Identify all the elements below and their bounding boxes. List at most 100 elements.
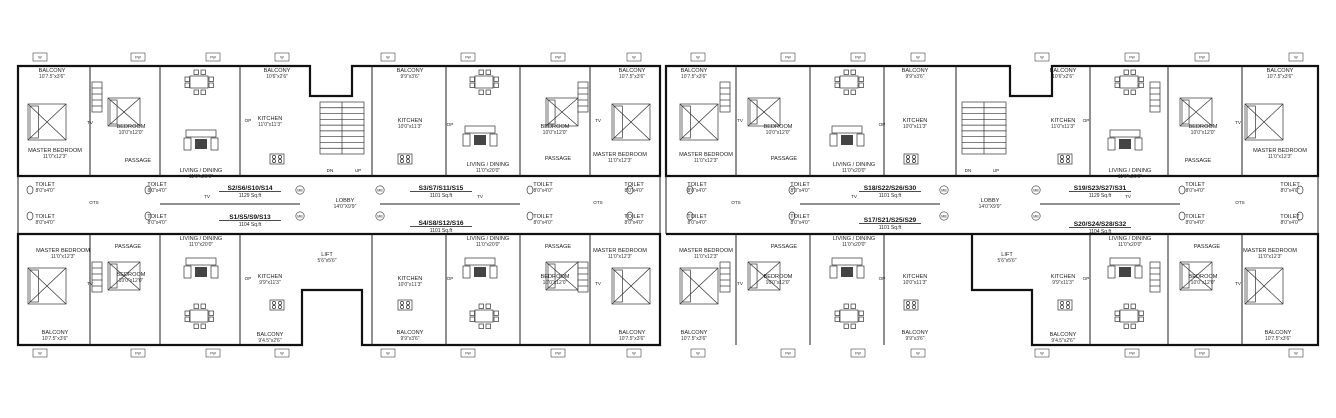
armchair [462,133,471,147]
door-tag-circle [1031,211,1041,221]
bed-cover-line [545,261,579,291]
op-label: OP [447,122,454,127]
room-dimension: 9'9"x11'3" [259,280,281,286]
room-label-toilet: TOILET [147,214,167,220]
dining-chair [200,303,206,309]
window-tag: W [1294,351,1298,355]
window-tag: W [1040,55,1044,59]
room-dimension: 10'7.5"x3'6" [619,336,645,342]
room-dimension: 11'0"x20'0" [189,174,213,180]
stove-burner [1066,159,1070,163]
room-dimension: 8'0"x4'0" [687,220,706,226]
window-symbol [1194,52,1210,62]
dining-chair [478,303,484,309]
unit-number: S18/S22/S26/S30 [864,185,917,192]
bed-cover-line [611,267,651,305]
stove [397,153,413,165]
window-tag: W [386,55,390,59]
room-dimension: 8'0"x4'0" [35,188,54,194]
tv-label: TV [1235,120,1242,125]
unit-number: S3/S7/S11/S15 [419,185,464,192]
room-label-bedroom: BEDROOM [1189,274,1218,280]
bed-pillow [547,263,556,289]
stove-burner [906,159,910,163]
sofa [464,257,496,266]
unit-area: 1129 Sq.ft [1089,193,1112,199]
room-label-toilet: TOILET [687,214,707,220]
french-window-tag: FW [210,351,216,355]
bed-pillow [1246,269,1256,303]
wardrobe [1149,81,1161,113]
coffee-table [195,139,207,149]
window-symbol [850,348,866,358]
sofa [1109,257,1141,266]
dining-chair [834,316,840,322]
dining-chair [184,76,190,82]
ots-label: OTS [593,200,602,205]
room-label-lift: LIFT [1001,252,1013,258]
sofa [831,257,863,266]
stove-burner [906,305,910,309]
room-dimension: 8'0"x4'0" [35,220,54,226]
dining-chair [485,69,491,75]
french-window-tag: FW [1129,351,1135,355]
tv-label: TV [204,194,211,199]
room-label-kitchen: KITCHEN [1051,274,1076,280]
room-label-living-dining: LIVING / DINING [833,236,876,242]
stove-burner [1066,301,1070,305]
room-dimension: 11'0"x12'3" [694,254,718,260]
op-label: OP [245,276,252,281]
room-label-toilet: TOILET [147,182,167,188]
wardrobe [577,261,589,293]
coffee-table [474,135,486,145]
dining-chair [843,323,849,329]
room-dimension: 14'0"X9'9" [334,204,357,210]
room-dimension: 10'6"x2'6" [1052,74,1074,80]
dining-chair [858,76,864,82]
dining-chair [850,323,856,329]
room-dimension: 5'6"x5'6" [317,258,336,264]
coffee-table [474,267,486,277]
room-dimension: 8'0"x4'0" [147,220,166,226]
room-label-toilet: TOILET [790,182,810,188]
dining-chair [485,303,491,309]
room-dimension: 11'0"x12'3" [1268,154,1292,160]
french-window-tag: FW [855,55,861,59]
window-symbol [550,52,566,62]
room-label-balcony: BALCONY [1050,68,1077,74]
room-label-kitchen: KITCHEN [398,118,423,124]
stove-burner [278,301,282,305]
ots-label: OTS [89,200,98,205]
stove-burner [272,159,276,163]
dining-table [189,309,209,323]
wardrobe [719,81,731,113]
room-dimension: 14'0"X9'9" [979,204,1002,210]
room-label-bedroom: BEDROOM [541,274,570,280]
dining-table [1119,309,1139,323]
op-label: OP [245,118,252,123]
stove-burner [406,159,410,163]
window-symbol [130,52,146,62]
armchair [856,133,865,147]
main-door-tag: MB [377,188,383,192]
french-window-tag: FW [135,55,141,59]
room-label-toilet: TOILET [1185,214,1205,220]
window-tag: W [386,351,390,355]
dining-chair [1130,303,1136,309]
room-dimension: 9'9"x3'6" [905,336,924,342]
stove-burner [1060,301,1064,305]
dining-chair [1130,69,1136,75]
stove-burner [400,155,404,159]
room-label-passage: PASSAGE [771,156,798,162]
toilet-bowl [686,185,694,195]
toilet-bowl [686,211,694,221]
toilet-bowl [1178,211,1186,221]
window-tag: W [632,351,636,355]
window-symbol [626,52,642,62]
room-dimension: 11'0"x11'3" [1051,124,1075,130]
stove [269,153,285,165]
room-label-lift: LIFT [321,252,333,258]
french-window-tag: FW [785,351,791,355]
room-label-living-dining: LIVING / DINING [1109,168,1152,174]
dining-chair [843,89,849,95]
